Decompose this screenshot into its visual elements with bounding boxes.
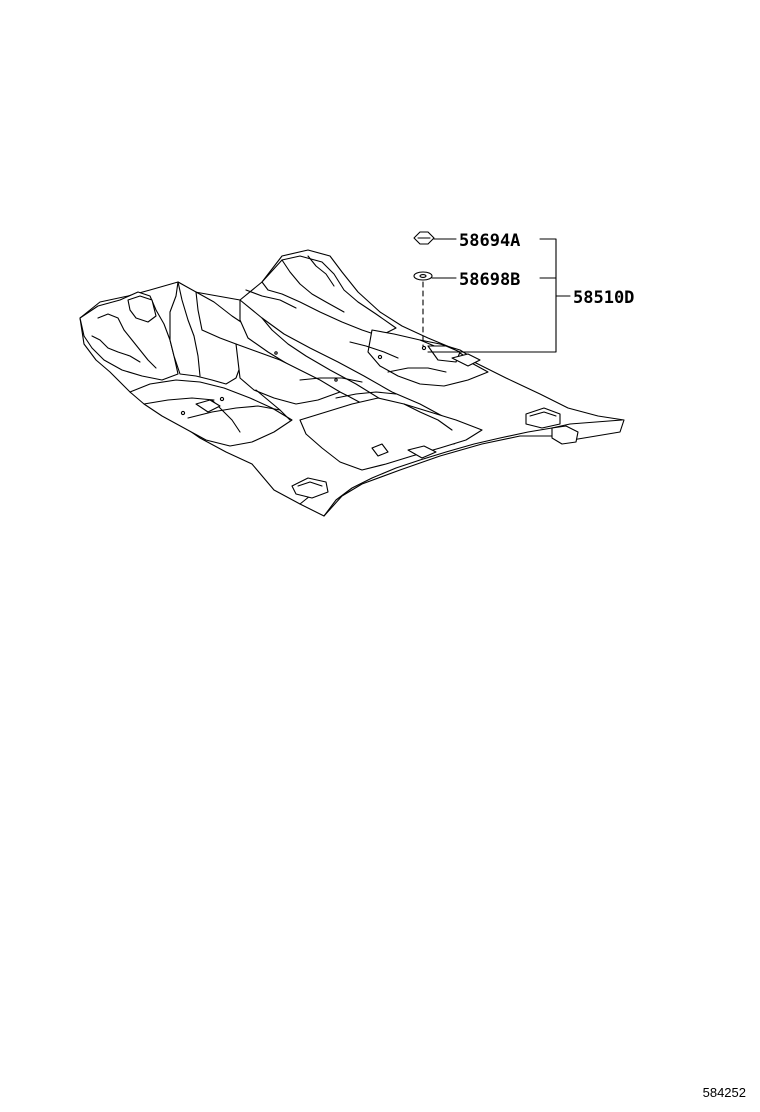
- figure-number: 584252: [702, 1085, 746, 1100]
- right-pocket: [525, 407, 561, 429]
- left-tunnel-wall: [169, 281, 245, 385]
- callout-washer-label: 58698B: [459, 270, 520, 290]
- washer-part-icon: [413, 271, 433, 281]
- callout-assembly-label: 58510D: [573, 288, 634, 308]
- front-right-floor: [299, 397, 483, 471]
- front-right-tab: [551, 425, 579, 445]
- rear-left-floor: [235, 343, 341, 405]
- front-left-floor: [129, 379, 293, 447]
- left-pocket: [291, 477, 329, 499]
- bracket-leader: [427, 238, 557, 353]
- callout-clip-label: 58694A: [459, 231, 520, 251]
- rear-right-hump: [261, 255, 397, 337]
